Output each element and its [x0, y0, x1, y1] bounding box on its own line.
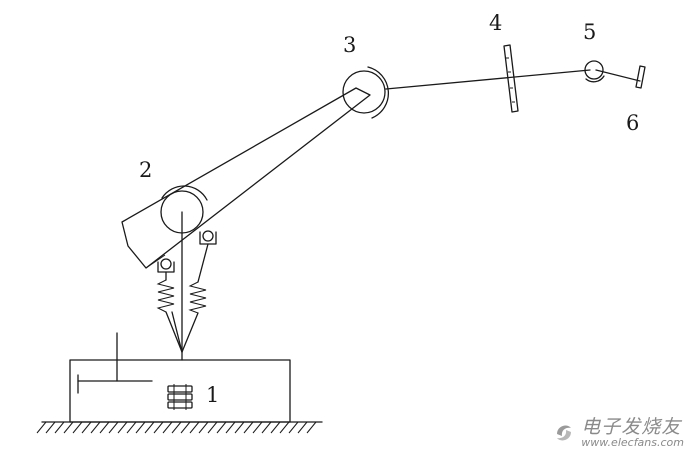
hatch-line — [162, 421, 173, 434]
hatch-line — [216, 421, 227, 434]
hatch-line — [306, 421, 317, 434]
hatch-line — [63, 421, 74, 434]
watermark-name: 电子发烧友 — [581, 416, 682, 438]
hatch-line — [72, 421, 83, 434]
watermark-url: www.elecfans.com — [581, 436, 684, 449]
joint-4 — [503, 44, 519, 113]
hatch-line — [108, 421, 119, 434]
joint-5 — [584, 60, 605, 83]
hatch-line — [261, 421, 272, 434]
hatch-line — [252, 421, 263, 434]
hatch-line — [279, 421, 290, 434]
hatch-line — [288, 421, 299, 434]
hatch-line — [189, 421, 200, 434]
lower-arm — [121, 87, 371, 269]
hatch-line — [243, 421, 254, 434]
label-3: 3 — [343, 33, 356, 57]
ground-hatching — [36, 421, 317, 434]
label-1: 1 — [206, 383, 219, 407]
watermark-logo-icon — [557, 425, 572, 441]
joint-3 — [342, 66, 389, 119]
hatch-line — [126, 421, 137, 434]
hatch-line — [117, 421, 128, 434]
watermark: 电子发烧友 www.elecfans.com — [551, 418, 684, 448]
hatch-line — [135, 421, 146, 434]
ground — [36, 421, 323, 434]
hatch-line — [180, 421, 191, 434]
joint-6 — [635, 65, 646, 89]
hatch-line — [99, 421, 110, 434]
hatch-line — [54, 421, 65, 434]
hatch-line — [90, 421, 101, 434]
hatch-line — [270, 421, 281, 434]
joint-2 — [160, 185, 208, 234]
label-5: 5 — [583, 20, 596, 44]
hatch-line — [198, 421, 209, 434]
label-2: 2 — [139, 158, 152, 182]
hatch-line — [171, 421, 182, 434]
hatch-line — [225, 421, 236, 434]
joint-1-gear — [167, 384, 193, 410]
hatch-line — [81, 421, 92, 434]
label-4: 4 — [489, 11, 502, 35]
hatch-line — [144, 421, 155, 434]
base-housing — [69, 332, 291, 423]
hatch-line — [207, 421, 218, 434]
spring-assembly — [156, 230, 217, 353]
hatch-line — [153, 421, 164, 434]
hatch-line — [297, 421, 308, 434]
hatch-line — [36, 421, 47, 434]
hatch-line — [45, 421, 56, 434]
label-6: 6 — [626, 111, 639, 135]
hatch-line — [234, 421, 245, 434]
